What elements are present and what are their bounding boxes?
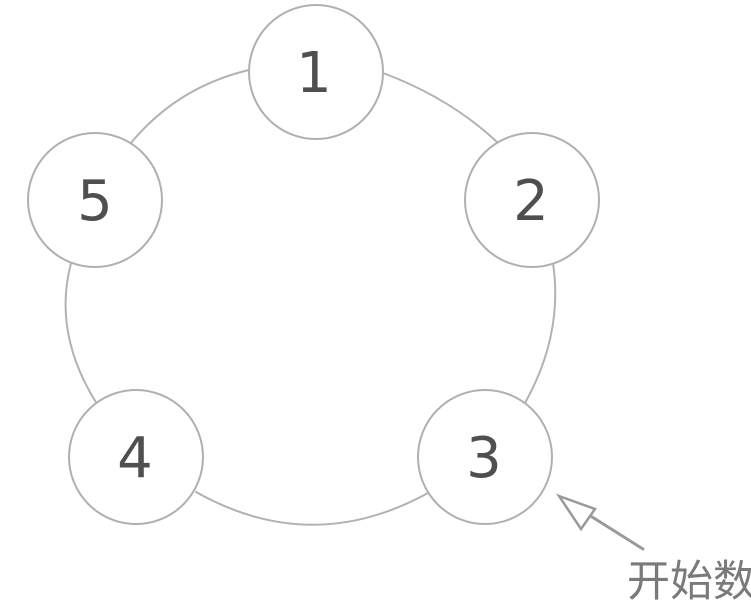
connector-arc-4-5 — [64, 262, 98, 405]
ring-node-2: 2 — [464, 132, 600, 268]
start-arrow — [555, 493, 645, 551]
ring-node-1: 1 — [248, 4, 384, 140]
node-circle-1 — [248, 4, 384, 140]
node-circle-3 — [417, 389, 553, 525]
ring-node-4: 4 — [68, 389, 204, 525]
ring-node-3: 3 — [417, 389, 553, 525]
node-circle-2 — [464, 132, 600, 268]
connector-arc-3-4 — [195, 491, 429, 526]
node-circle-4 — [68, 389, 204, 525]
ring-node-5: 5 — [27, 132, 163, 268]
node-circle-5 — [27, 132, 163, 268]
ring-connectors — [64, 69, 557, 526]
node-label-5: 5 — [77, 169, 113, 234]
connector-arc-5-1 — [129, 69, 250, 145]
start-label: 开始数 — [627, 557, 751, 603]
connector-arc-2-3 — [524, 262, 557, 404]
node-label-1: 1 — [296, 41, 332, 106]
node-label-3: 3 — [466, 426, 502, 491]
node-label-4: 4 — [117, 426, 153, 491]
connector-arc-1-2 — [382, 72, 498, 143]
node-label-2: 2 — [513, 169, 549, 234]
arrow-head-icon — [555, 493, 597, 532]
